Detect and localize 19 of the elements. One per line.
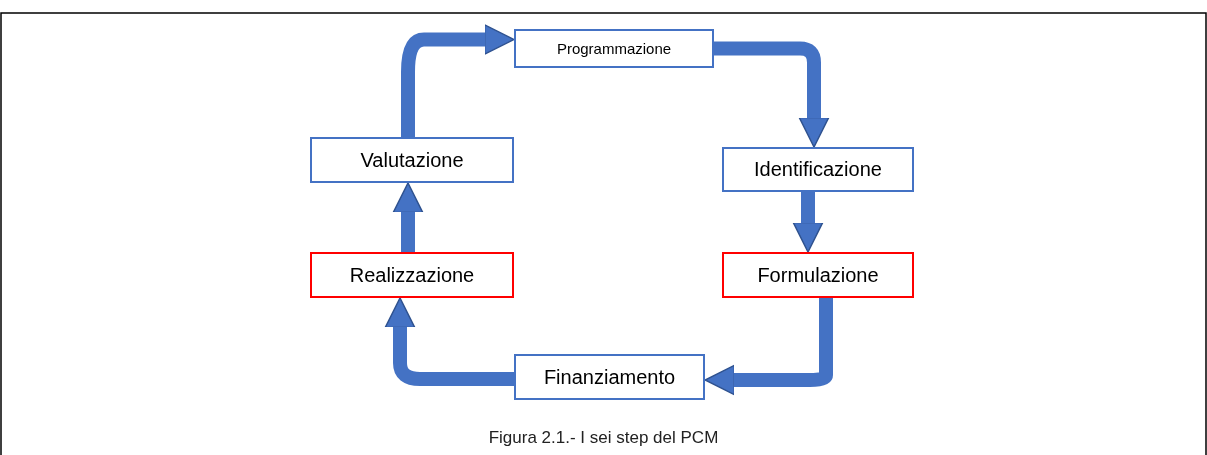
step-label: Formulazione [757, 263, 879, 287]
process-box [310, 137, 514, 183]
step-label: Valutazione [360, 148, 464, 172]
block-arrow [704, 298, 833, 396]
block-arrow [714, 41, 830, 148]
process-box [310, 252, 514, 298]
block-arrow [792, 192, 824, 253]
process-box [722, 252, 914, 298]
block-arrow [401, 24, 515, 137]
step-label: Realizzazione [349, 263, 475, 287]
step-label: Finanziamento [543, 365, 676, 389]
step-label: Identificazione [754, 158, 882, 181]
block-arrow [384, 297, 514, 386]
block-arrow [392, 182, 424, 252]
process-box [514, 354, 705, 400]
figure-caption: Figura 2.1.- I sei step del PCM [488, 428, 719, 447]
process-box [514, 29, 714, 68]
process-box [722, 147, 914, 192]
step-label: Programmazione [556, 40, 672, 57]
